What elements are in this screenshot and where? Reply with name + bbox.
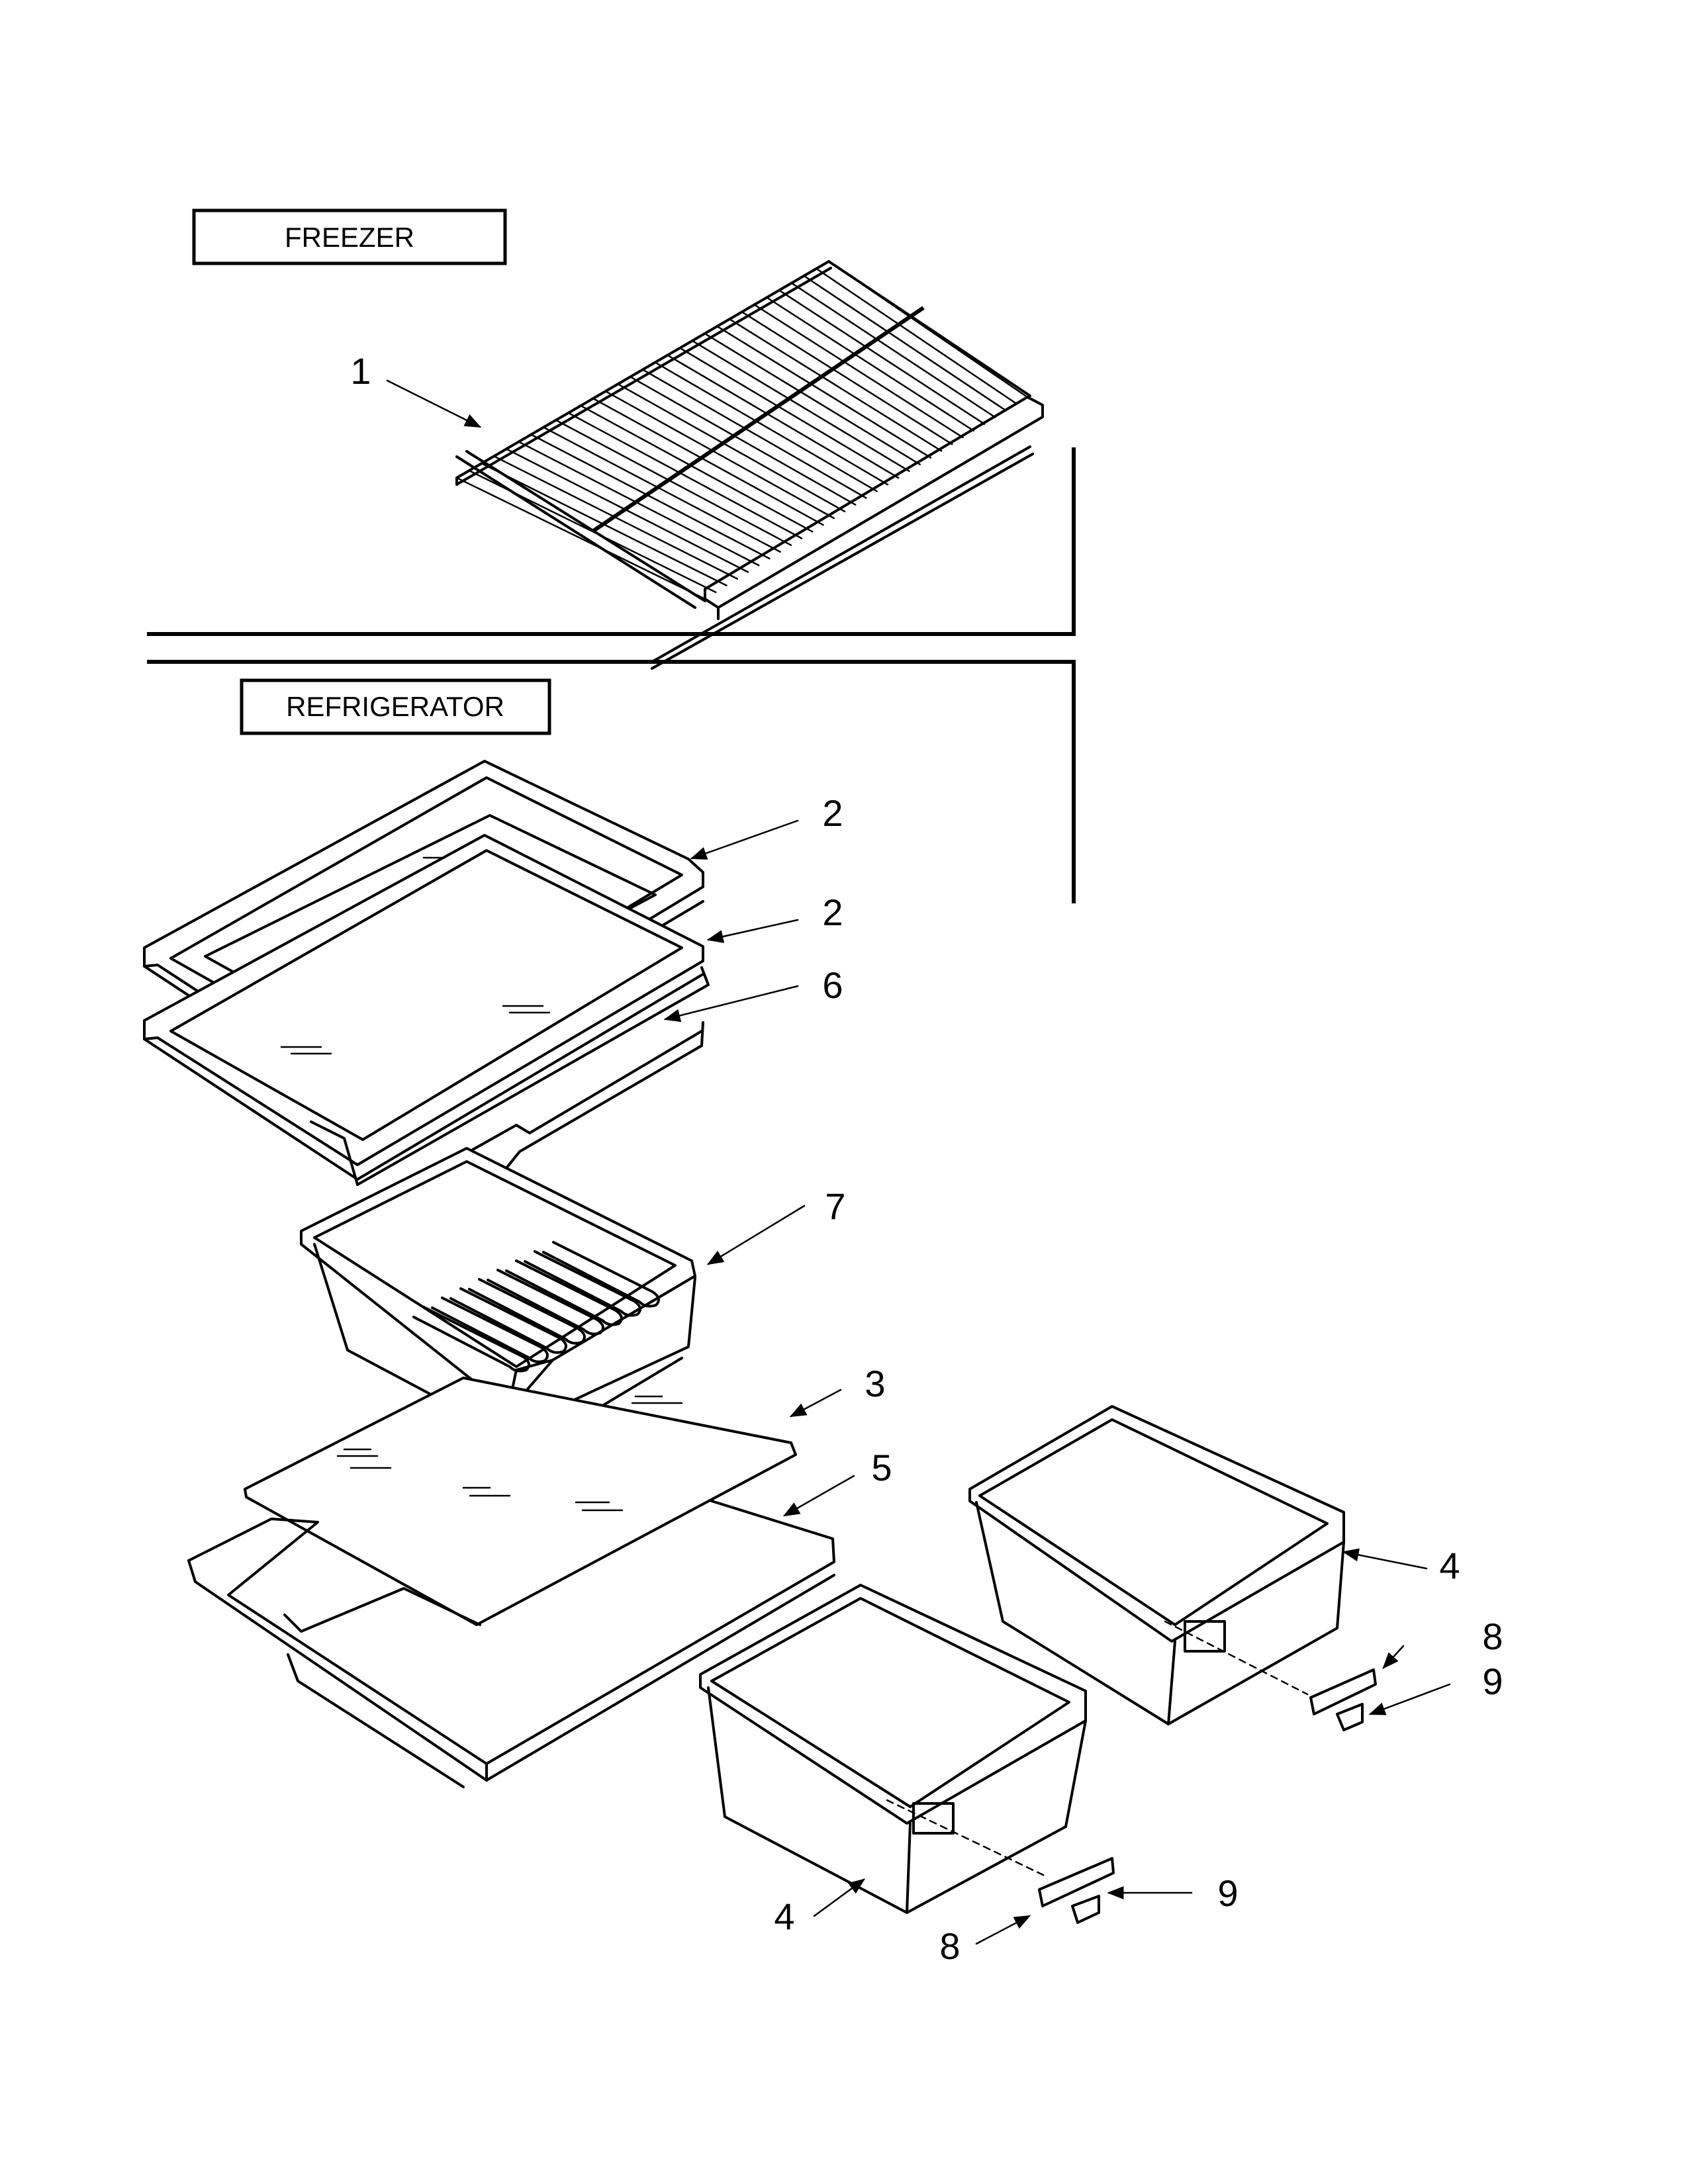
section-dividers bbox=[147, 447, 1076, 903]
callout-3: 3 bbox=[865, 1363, 885, 1404]
freezer-wire-shelf bbox=[455, 260, 1044, 670]
callout-8-right: 8 bbox=[1482, 1615, 1503, 1657]
leader-arrows bbox=[386, 379, 1451, 1945]
callout-9-right: 9 bbox=[1482, 1661, 1503, 1702]
freezer-section-label: FREEZER bbox=[192, 208, 507, 265]
callout-2-lower: 2 bbox=[822, 891, 843, 933]
callout-labels: 1 2 2 6 7 3 5 4 8 9 4 9 8 bbox=[350, 350, 1503, 1967]
svg-text:REFRIGERATOR: REFRIGERATOR bbox=[286, 691, 504, 722]
callout-1: 1 bbox=[350, 350, 371, 392]
crisper-frame bbox=[187, 1500, 835, 1788]
refrigerator-section-label: REFRIGERATOR bbox=[240, 678, 551, 735]
deli-pan bbox=[300, 1147, 696, 1443]
label-holder-right bbox=[1309, 1668, 1377, 1731]
callout-9-left: 9 bbox=[1217, 1872, 1238, 1914]
callout-5: 5 bbox=[871, 1447, 892, 1488]
crisper-drawer-left bbox=[699, 1584, 1087, 1914]
callout-7: 7 bbox=[825, 1185, 845, 1227]
glass-shelf-lower bbox=[143, 834, 704, 1181]
callout-4-right: 4 bbox=[1439, 1545, 1460, 1586]
callout-8-left: 8 bbox=[939, 1925, 960, 1967]
crisper-glass bbox=[244, 1377, 797, 1626]
callout-6: 6 bbox=[822, 964, 843, 1006]
crisper-drawer-right bbox=[968, 1405, 1345, 1725]
label-holder-left bbox=[1038, 1857, 1115, 1924]
callout-2-upper: 2 bbox=[822, 792, 843, 834]
svg-text:FREEZER: FREEZER bbox=[285, 222, 414, 253]
callout-4-left: 4 bbox=[774, 1895, 794, 1937]
